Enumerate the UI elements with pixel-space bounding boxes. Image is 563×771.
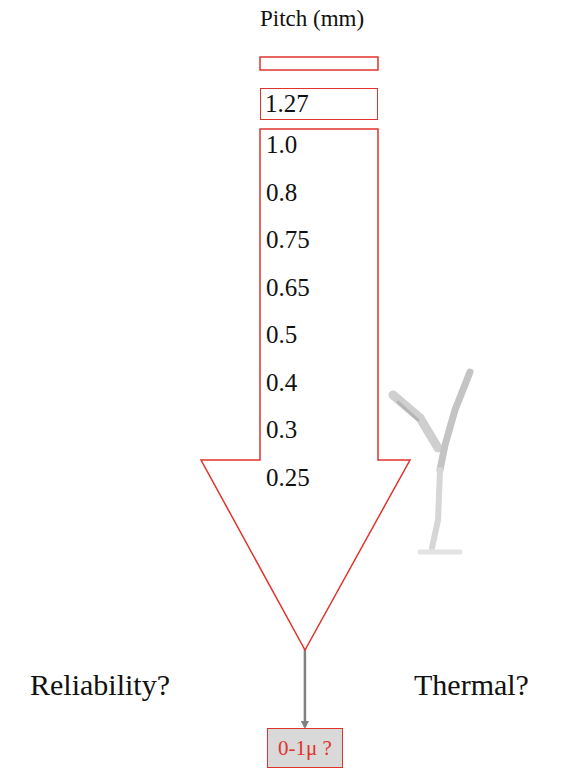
result-box: 0-1μ ? <box>267 728 343 768</box>
pitch-value: 0.25 <box>266 463 310 493</box>
reliability-note: Reliability? <box>30 668 170 702</box>
down-arrow-outline <box>200 128 412 652</box>
pitch-arrow: 1.0 0.8 0.75 0.65 0.5 0.4 0.3 0.25 <box>200 128 412 652</box>
pitch-value: 1.0 <box>266 130 297 160</box>
pitch-value: 0.3 <box>266 415 297 445</box>
pitch-value: 0.65 <box>266 273 310 303</box>
empty-pitch-box <box>260 57 378 70</box>
pitch-value: 0.4 <box>266 368 297 398</box>
diagram-title: Pitch (mm) <box>260 6 364 32</box>
thermal-note: Thermal? <box>414 668 529 702</box>
pitch-value: 0.5 <box>266 320 297 350</box>
pitch-value: 1.27 <box>265 89 373 118</box>
pitch-value: 0.75 <box>266 225 310 255</box>
pitch-value: 0.8 <box>266 178 297 208</box>
arrow-shape <box>201 129 410 650</box>
flow-arrow <box>304 642 307 727</box>
pitch-box: 1.27 <box>260 88 378 120</box>
result-text: 0-1μ ? <box>278 735 332 761</box>
